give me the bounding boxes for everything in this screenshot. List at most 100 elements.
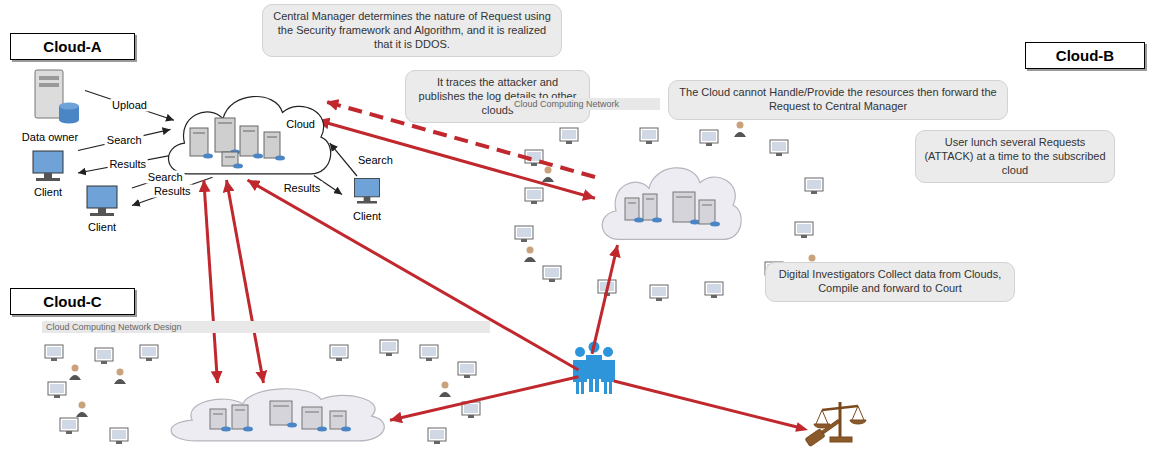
user-icon: [114, 369, 126, 385]
callout-bubble: User lunch several Requests (ATTACK) at …: [915, 130, 1115, 183]
cloud-shape: Cloud: [160, 88, 335, 180]
edge-label: Search: [356, 153, 395, 166]
data-arrow: [85, 91, 174, 121]
node-text: Cloud: [286, 118, 315, 130]
cloud-label: Cloud-A: [10, 33, 135, 60]
computer-icon: [700, 130, 718, 146]
data-owner-icon: Data owner: [15, 68, 85, 143]
db-icon: [253, 154, 263, 159]
screen: [355, 179, 380, 197]
stand: [44, 173, 52, 178]
computer-icon: [110, 428, 128, 444]
server-detail: [218, 123, 232, 124]
cloud-outline: [160, 383, 390, 445]
db-icon: [341, 427, 351, 432]
db-icon: [275, 156, 285, 161]
client-icon: Client: [72, 183, 132, 233]
computer-icon: [60, 418, 78, 434]
court-icon: [805, 402, 866, 446]
user-icon: [439, 382, 451, 398]
computer-icon: [428, 428, 446, 444]
user-icon: [734, 122, 746, 138]
request-arrow: [248, 180, 579, 370]
server-detail: [646, 199, 654, 200]
cloud-shape: Cloud Computing Network: [595, 160, 745, 245]
server-detail: [193, 133, 205, 134]
db-bottom: [59, 117, 79, 124]
node-text: Central Manager determines the nature of…: [271, 10, 553, 51]
client-icon: Client: [18, 148, 78, 198]
node-text: The Cloud cannot Handle/Provide the reso…: [677, 86, 999, 114]
server-icon: [270, 401, 292, 425]
edge-label: Search: [146, 171, 185, 184]
base: [36, 178, 60, 181]
tower: [35, 70, 63, 118]
data-arrow: [330, 143, 357, 176]
user-icon: [69, 365, 81, 381]
base: [90, 213, 114, 216]
court-arrow: [614, 381, 808, 432]
client-icon: Client: [342, 176, 392, 222]
callout-bubble: The Cloud cannot Handle/Provide the reso…: [668, 80, 1008, 120]
cloud-label: Cloud-C: [10, 288, 135, 315]
computer-icon: [140, 345, 158, 361]
edge-label: Results: [107, 157, 148, 170]
drive: [39, 83, 59, 87]
computer-icon: [515, 226, 533, 242]
computer-icon: [45, 345, 63, 361]
server-detail: [702, 205, 712, 206]
computer-icon: [330, 345, 348, 361]
network-banner: Cloud Computing Network Design: [42, 321, 490, 333]
data-arrow: [78, 129, 171, 150]
computer-icon: [525, 188, 543, 204]
node-text: Client: [12, 186, 84, 198]
request-arrow: [204, 180, 218, 383]
user-icon: [542, 167, 554, 183]
server-detail: [243, 131, 255, 132]
server-icon: [625, 198, 639, 220]
computer-icon: [458, 362, 476, 378]
user-icon: [76, 402, 88, 418]
cloud-path: [602, 168, 741, 239]
edge-label: Upload: [110, 99, 149, 112]
server-detail: [273, 406, 289, 407]
db-icon: [221, 427, 231, 432]
user-icon: [524, 247, 536, 263]
db-icon: [287, 423, 297, 428]
computer-icon: [650, 285, 668, 301]
db-icon: [317, 427, 327, 432]
server-detail: [213, 414, 223, 415]
cloud-outline: [595, 160, 745, 245]
stand: [98, 208, 106, 213]
server-detail: [267, 137, 277, 138]
request-arrow: [390, 377, 579, 420]
computer-icon: [770, 140, 788, 156]
server-icon: [190, 128, 208, 156]
callout-bubble: It traces the attacker and publishes the…: [405, 70, 590, 123]
computer-icon: [560, 128, 578, 144]
screen: [33, 151, 63, 173]
server-icon: [330, 411, 346, 429]
server-icon: [240, 126, 258, 156]
node-text: Cloud-A: [17, 38, 128, 55]
request-arrow: [318, 120, 596, 198]
request-arrow: [592, 245, 618, 354]
server-detail: [628, 203, 636, 204]
edge-label: Search: [105, 133, 144, 146]
cloud-path: [171, 389, 384, 441]
cloud-outline: [160, 88, 335, 180]
computer-icon: [543, 266, 561, 282]
screen: [87, 186, 117, 208]
db-icon: [710, 222, 720, 227]
server-detail: [235, 410, 245, 411]
node-text: Client: [336, 210, 398, 222]
server-detail: [333, 416, 343, 417]
computer-icon: [420, 345, 438, 361]
node-text: Cloud-B: [1032, 47, 1138, 64]
node-text: Digital Investigators Collect data from …: [774, 268, 1006, 296]
db-icon: [203, 154, 213, 159]
db-top: [59, 103, 79, 110]
drive: [39, 76, 59, 80]
